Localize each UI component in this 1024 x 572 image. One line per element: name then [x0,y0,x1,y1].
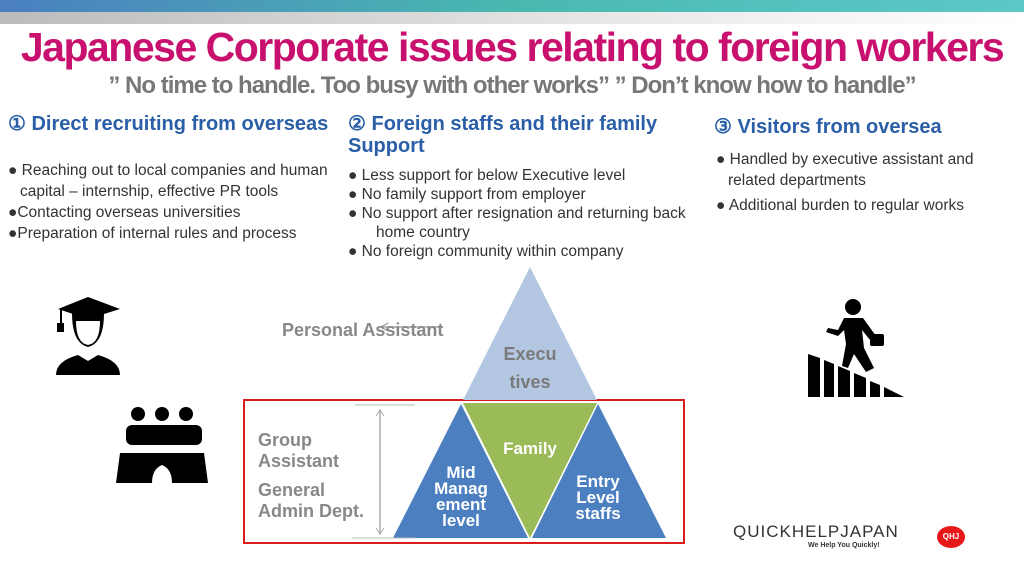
logo-badge: QHJ [937,526,965,548]
logo-tagline: We Help You Quickly! [808,542,880,549]
mid-management-triangle [393,404,528,538]
list-item: ● No foreign community within company [348,243,624,260]
group-assistant-label: Group Assistant [258,430,340,471]
entry-level-triangle [532,404,666,538]
list-item: ● No support after resignation and retur… [348,205,686,241]
family-label: Family [503,439,557,458]
personal-assistant-label: Personal Assistant [282,320,444,340]
general-admin-label: General Admin Dept. [258,480,364,521]
graduate-icon [56,297,120,375]
section-1-heading: ① Direct recruiting from overseas [8,113,329,135]
list-item: ●Preparation of internal rules and proce… [8,225,297,242]
section-2-list: ● Less support for below Executive level… [348,166,718,261]
header-gray-bar [0,12,1024,24]
climbing-stairs-icon [808,299,904,397]
executives-triangle [463,267,597,400]
header-gradient-bar [0,0,1024,12]
meeting-table-icon [116,407,208,483]
family-triangle [463,403,597,538]
section-1-list: ● Reaching out to local companies and hu… [8,160,328,244]
list-item: ● Handled by executive assistant and rel… [716,151,974,189]
page-subtitle: ” No time to handle. Too busy with other… [108,72,916,99]
section-2-heading-text: ② Foreign staffs and their family Suppor… [348,113,658,157]
section-3-heading: ③ Visitors from oversea [714,116,942,138]
list-item: ●Contacting overseas universities [8,204,241,221]
page-title: Japanese Corporate issues relating to fo… [20,24,1005,70]
list-item: ● Less support for below Executive level [348,167,626,184]
section-3-list: ● Handled by executive assistant and rel… [716,149,1016,216]
list-item: ● Reaching out to local companies and hu… [8,162,328,200]
list-item: ● No family support from employer [348,186,586,203]
list-item: ● Additional burden to regular works [716,197,965,214]
section-2-heading: ② Foreign staffs and their family Suppor… [348,113,678,157]
logo-name: QUICKHELPJAPAN [733,522,899,541]
